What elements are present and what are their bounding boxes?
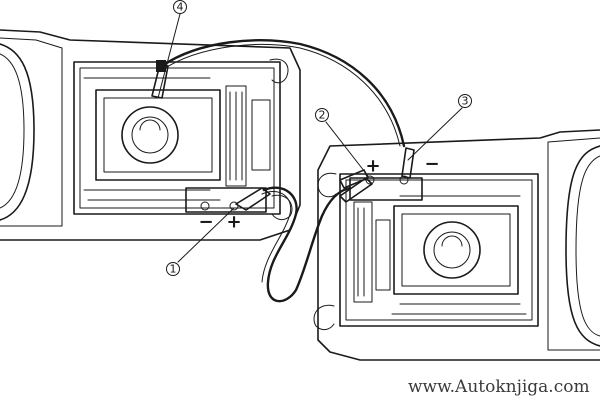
right-hinge-bottom <box>313 304 335 331</box>
callout-1-circle <box>166 262 180 276</box>
right-grille <box>375 219 391 291</box>
right-neg-clamp <box>401 147 415 179</box>
right-hinge-top <box>317 172 337 198</box>
callout-4: 4 <box>173 0 187 14</box>
leader-1 <box>177 207 235 263</box>
left-windshield-inner <box>0 53 25 209</box>
right-engine-bay <box>339 173 539 327</box>
left-engine-block <box>95 89 221 181</box>
left-air-cleaner <box>121 106 179 164</box>
callout-3-label: 3 <box>462 95 469 108</box>
callout-1: 1 <box>166 262 180 276</box>
right-battery-pos-post <box>365 175 375 185</box>
left-air-cleaner-lid <box>131 116 169 154</box>
jumper-cables <box>160 39 406 303</box>
callout-3-circle <box>458 94 472 108</box>
right-air-cleaner <box>423 221 481 279</box>
leader-4 <box>157 13 181 99</box>
negative-jumper-cable <box>160 39 406 148</box>
left-engine-bay-inner <box>79 67 275 209</box>
left-engine-cover <box>103 97 213 173</box>
right-air-cleaner-nut <box>441 235 463 247</box>
left-radiator <box>225 85 247 187</box>
left-pos-clamp <box>235 187 271 211</box>
positive-jumper-cable <box>262 186 352 303</box>
callout-4-label: 4 <box>177 1 184 14</box>
watermark: www.Autoknjiga.com <box>408 377 590 397</box>
left-battery <box>185 187 267 213</box>
right-vehicle: + − <box>313 129 600 361</box>
left-engine-bay <box>73 61 281 215</box>
left-windshield <box>0 43 35 221</box>
callout-2-circle <box>315 108 329 122</box>
right-battery-label <box>362 183 396 188</box>
right-radiator <box>353 201 373 303</box>
callout-2-label: 2 <box>319 109 326 122</box>
left-vehicle-fender <box>0 37 63 227</box>
left-battery-neg-post <box>200 201 210 211</box>
right-vehicle-body <box>317 129 600 361</box>
right-engine-cover <box>401 213 511 287</box>
positive-jumper-cable-inner <box>261 191 292 283</box>
right-minus-sign: − <box>424 154 439 175</box>
right-plus-sign: + <box>365 156 380 177</box>
left-minus-sign: − <box>198 212 213 233</box>
left-vehicle: − + <box>0 29 301 241</box>
negative-jumper-cable-inner <box>161 44 401 147</box>
callout-leaders <box>157 13 463 263</box>
left-plus-sign: + <box>226 212 241 233</box>
callout-3: 3 <box>458 94 472 108</box>
leader-3 <box>407 107 463 161</box>
left-air-cleaner-nut <box>139 119 161 131</box>
leader-2 <box>325 121 369 177</box>
right-windshield-inner <box>575 155 600 337</box>
callout-4-circle <box>173 0 187 14</box>
callout-2: 2 <box>315 108 329 122</box>
left-grille <box>251 99 271 171</box>
right-air-cleaner-lid <box>433 231 471 269</box>
left-hinge-bottom <box>271 194 293 221</box>
left-vehicle-body <box>0 29 301 241</box>
right-engine-block <box>393 205 519 295</box>
left-battery-label <box>200 193 236 198</box>
right-vehicle-fender <box>547 137 600 351</box>
right-pos-clamp-b <box>339 177 373 203</box>
right-windshield <box>565 145 600 347</box>
right-engine-bay-inner <box>345 179 533 321</box>
left-hinge-top <box>269 58 289 84</box>
callout-1-label: 1 <box>170 263 177 276</box>
